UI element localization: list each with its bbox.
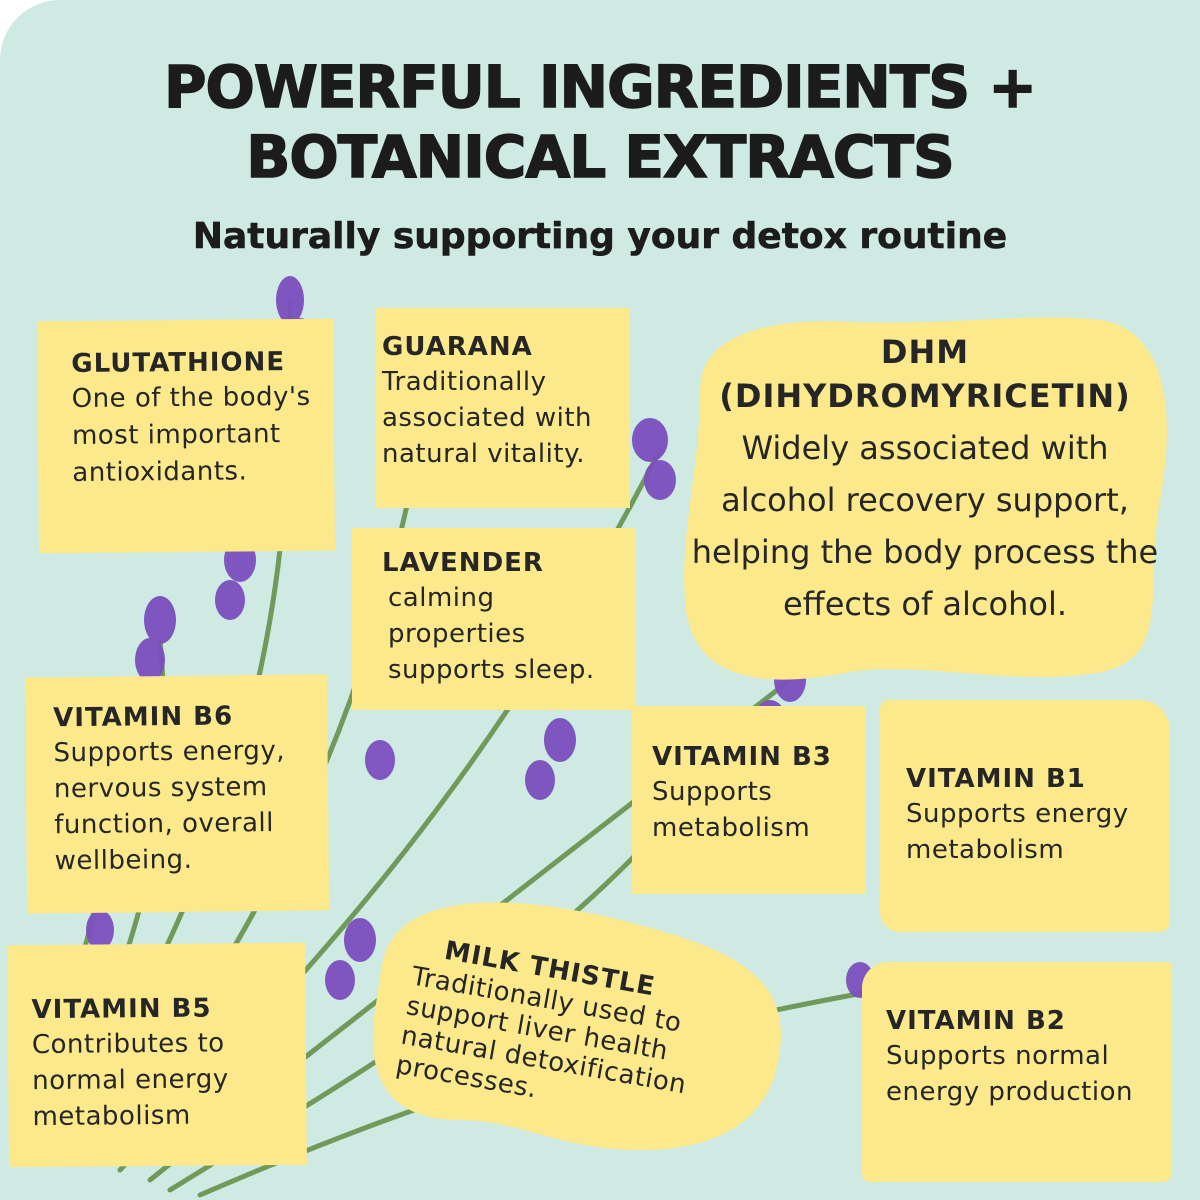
card-lavender-desc: calming properties supports sleep. [388,583,595,685]
card-dhm-title-line-1: DHM [880,333,970,371]
card-guarana-title: GUARANA [382,332,533,362]
card-vitamin-b1: VITAMIN B1 Supports energy metabolism [880,700,1170,932]
card-dhm-title-line-2: (DIHYDROMYRICETIN) [719,377,1131,415]
card-vitamin-b3-desc: Supports metabolism [652,777,811,843]
title-line-1: POWERFUL INGREDIENTS + [163,52,1037,122]
card-vitamin-b5-desc: Contributes to normal energy metabolism [31,1028,229,1133]
card-vitamin-b2: VITAMIN B2 Supports normal energy produc… [862,962,1172,1182]
card-dhm: DHM (DIHYDROMYRICETIN) Widely associated… [690,330,1160,630]
card-vitamin-b2-desc: Supports normal energy production [886,1041,1133,1107]
card-lavender-title: LAVENDER [382,548,544,578]
card-guarana: GUARANA Traditionally associated with na… [376,308,630,508]
title-line-2: BOTANICAL EXTRACTS [245,122,955,192]
card-vitamin-b1-title: VITAMIN B1 [906,764,1086,794]
card-vitamin-b2-title: VITAMIN B2 [886,1006,1066,1036]
card-vitamin-b5-title: VITAMIN B5 [31,993,212,1026]
card-vitamin-b3: VITAMIN B3 Supports metabolism [632,706,866,894]
page-title: POWERFUL INGREDIENTS + BOTANICAL EXTRACT… [0,52,1200,192]
card-guarana-desc: Traditionally associated with natural vi… [382,367,593,469]
page-subtitle: Naturally supporting your detox routine [192,216,1008,258]
card-vitamin-b3-title: VITAMIN B3 [652,742,832,772]
card-lavender: LAVENDER calming properties supports sle… [352,528,636,710]
card-vitamin-b5: VITAMIN B5 Contributes to normal energy … [7,942,307,1168]
card-dhm-desc: Widely associated with alcohol recovery … [691,429,1159,623]
card-vitamin-b1-desc: Supports energy metabolism [906,799,1129,865]
